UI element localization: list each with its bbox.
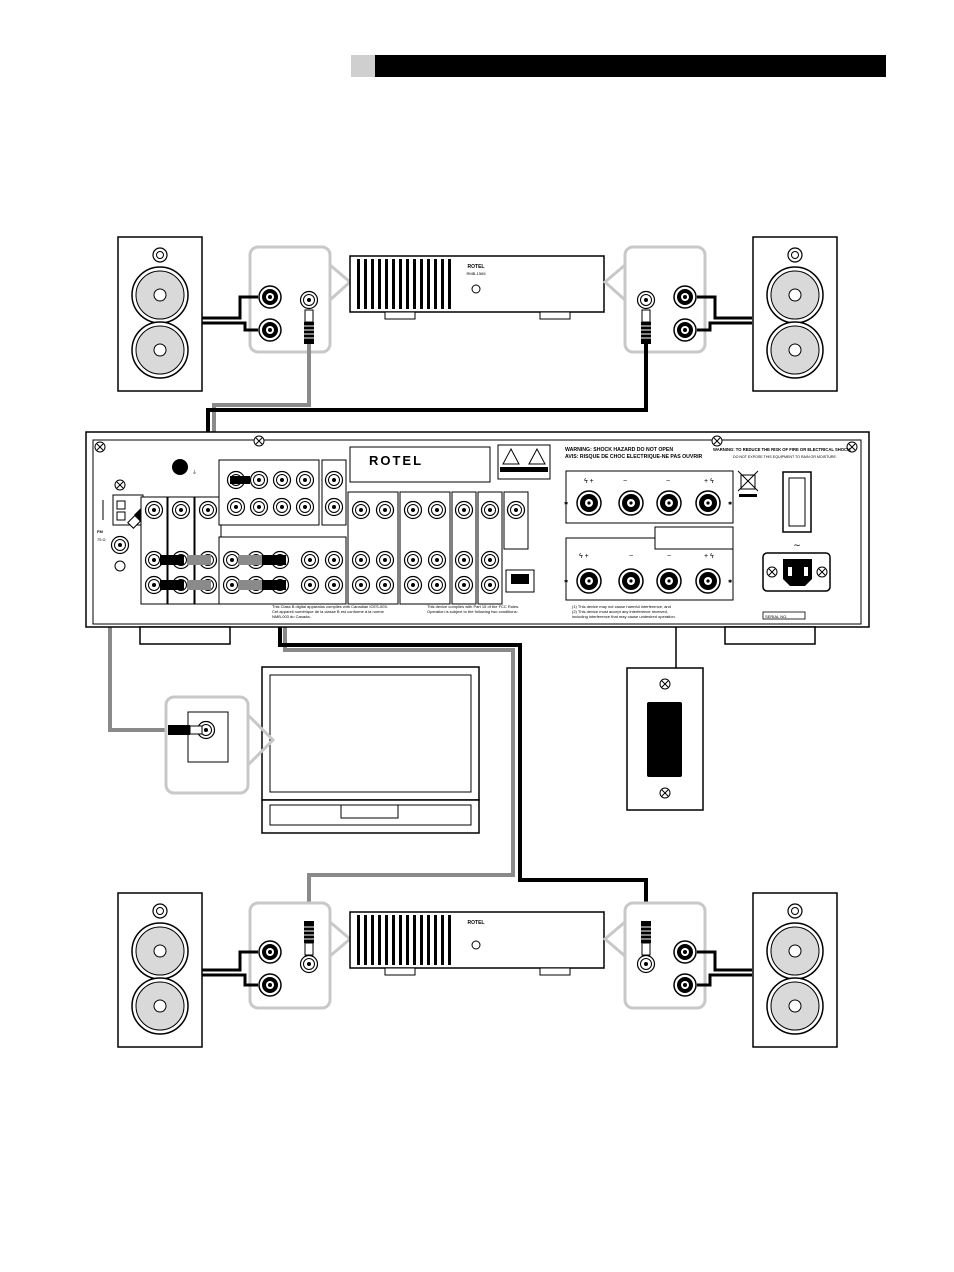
rca-plug	[303, 309, 315, 345]
binding-post-black	[258, 318, 282, 342]
svg-text:✱: ✱	[728, 501, 732, 507]
speaker-top-right	[752, 236, 838, 392]
fm-antenna-jack	[110, 535, 130, 555]
callout-tv	[164, 695, 276, 795]
fm-ohm-label: 75 Ω	[97, 537, 106, 542]
callout-bottom-right	[602, 901, 707, 1010]
svg-text:+ ϟ: + ϟ	[704, 553, 714, 560]
svg-text:⏚: ⏚	[192, 469, 197, 476]
speaker-bottom-left	[117, 892, 203, 1048]
amp-bottom-brand: ROTEL	[468, 920, 485, 926]
wall-keypad	[626, 667, 704, 811]
ac-inlet	[762, 552, 831, 592]
warning-fire-text-1: WARNING: TO REDUCE THE RISK OF FIRE OR E…	[713, 447, 851, 452]
ir-sensor-window	[647, 702, 682, 777]
svg-text:✱: ✱	[564, 501, 568, 507]
callout-top-right	[602, 245, 707, 354]
svg-text:ϟ +: ϟ +	[579, 553, 589, 560]
svg-text:+ ϟ: + ϟ	[704, 478, 714, 485]
svg-text:−: −	[666, 478, 670, 485]
power-button-icon	[471, 284, 481, 294]
amplifier-bottom: ROTEL	[349, 911, 605, 976]
svg-text:∼: ∼	[793, 540, 801, 550]
header-bar	[351, 55, 886, 77]
warning-fire-text-2: DO NOT EXPOSE THIS EQUIPMENT TO RAIN OR …	[733, 455, 837, 459]
class-b-text-2: Cet appareil numérique de la classe B es…	[272, 609, 385, 614]
rca-input-jack	[299, 290, 319, 310]
class-b-text-3: NMB-003 du Canada.	[272, 614, 311, 619]
cable-black-bottom	[278, 560, 648, 940]
weee-bin-icon	[737, 470, 759, 497]
fcc-text-2: Operation is subject to the following tw…	[427, 609, 518, 614]
power-button-icon	[471, 940, 481, 950]
television	[261, 666, 480, 834]
svg-text:−: −	[623, 478, 627, 485]
speaker-top-left	[117, 236, 203, 392]
fcc-cond-3: including interference that may cause un…	[572, 614, 676, 619]
warning-text-fr: AVIS: RISQUE DE CHOC ELECTRIQUE-NE PAS O…	[565, 454, 703, 460]
receiver-rear-panel: ⏚ FM 75 Ω	[85, 431, 870, 645]
amp-top-brand: ROTEL	[468, 264, 485, 270]
serial-label: SERIAL NO.	[765, 614, 787, 619]
fcc-cond-1: (1) This device may not cause harmful in…	[572, 604, 671, 609]
fcc-text-1: This device complies with Part 15 of the…	[427, 604, 519, 609]
amplifier-top: ROTEL RMB-1565	[349, 255, 605, 320]
svg-text:−: −	[629, 553, 633, 560]
amp-top-model: RMB-1565	[466, 271, 486, 276]
class-b-text-1: This Class B digital apparatus complies …	[272, 604, 388, 609]
svg-text:−: −	[667, 553, 671, 560]
callout-bottom-left	[248, 901, 353, 1010]
fcc-cond-2: (2) This device must accept any interfer…	[572, 609, 668, 614]
cable-gray-bottom	[283, 588, 515, 940]
fm-label: FM	[97, 529, 103, 534]
warning-triangles-icon	[497, 444, 551, 480]
speaker-bottom-right	[752, 892, 838, 1048]
callout-top-left	[248, 245, 353, 354]
warning-text-en: WARNING: SHOCK HAZARD DO NOT OPEN	[565, 447, 673, 453]
binding-post-red	[258, 285, 282, 309]
receiver-brand: ROTEL	[369, 453, 423, 468]
svg-text:✱: ✱	[564, 579, 568, 585]
svg-text:✱: ✱	[728, 579, 732, 585]
svg-text:ϟ +: ϟ +	[584, 478, 594, 485]
ground-terminal-icon	[172, 459, 188, 475]
